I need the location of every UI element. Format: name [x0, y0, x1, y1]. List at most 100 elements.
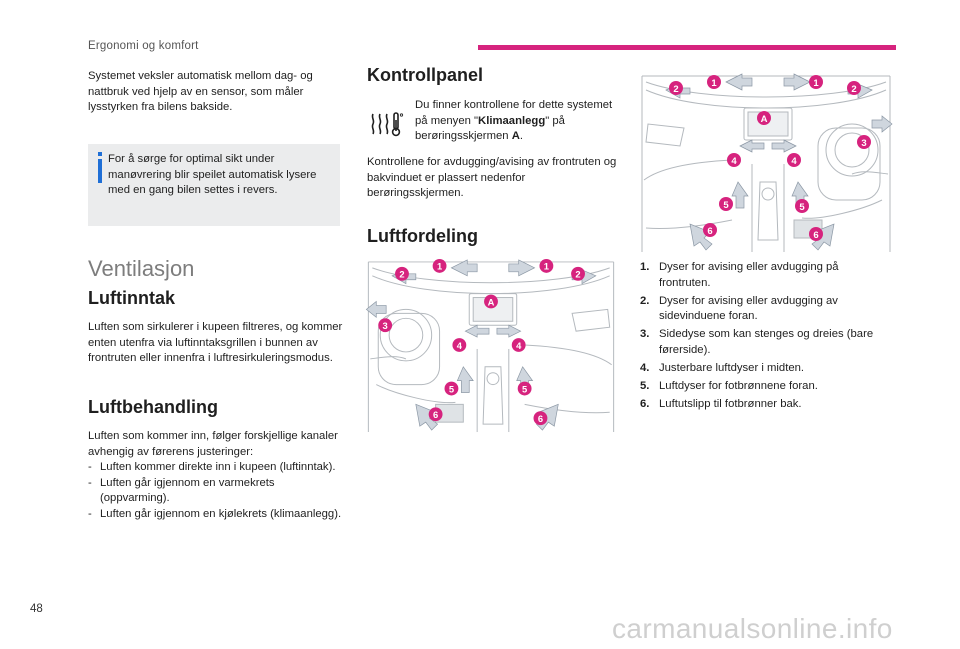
marker-label: A [488, 296, 495, 307]
airflow-arrows [365, 259, 597, 431]
ventilasjon-heading: Ventilasjon [88, 256, 195, 281]
marker-label: 5 [449, 383, 454, 394]
menu-name: Klimaanlegg [478, 114, 546, 127]
watermark: carmanualsonline.info [612, 613, 893, 644]
intro-middle: " på berøringsskjermen [415, 114, 565, 143]
marker-4-left: 4 [452, 338, 467, 352]
marker-label: 2 [851, 84, 856, 95]
list-item: -Luften går igjennom en varmekrets (oppv… [88, 476, 344, 507]
luftinntak-text: Luften som sirkulerer i kupeen filtreres… [88, 321, 343, 365]
intro-suffix: . [519, 130, 523, 143]
marker-2-left: 2 [395, 266, 409, 281]
list-dash: - [88, 507, 92, 520]
list-item: 5. Luftdyser for fotbrønnene foran. [640, 379, 892, 395]
marker-label: 5 [723, 200, 729, 211]
luftfordeling-heading: Luftfordeling [367, 226, 478, 246]
item-number: 2. [640, 294, 650, 307]
list-item: 4. Justerbare luftdyser i midten. [640, 361, 892, 377]
item-number: 4. [640, 361, 650, 374]
marker-1-right: 1 [539, 258, 554, 273]
marker-6-right: 6 [809, 227, 823, 241]
marker-label: 4 [731, 156, 737, 167]
list-item: 2. Dyser for avising eller avdugging av s… [640, 294, 892, 325]
marker-4-left: 4 [727, 153, 741, 167]
intro-prefix: Du finner kontrollene for dette systemet… [415, 99, 613, 127]
item-text: Dyser for avising eller avdugging på fro… [659, 261, 839, 289]
marker-3: 3 [857, 135, 871, 149]
marker-2-right: 2 [847, 81, 861, 95]
marker-2-right: 2 [571, 266, 585, 281]
marker-6-left: 6 [703, 223, 717, 237]
marker-6-left: 6 [428, 407, 443, 422]
info-icon [98, 152, 102, 183]
info-note: For å sørge for optimal sikt under manøv… [88, 144, 340, 226]
marker-5-right: 5 [517, 381, 532, 396]
marker-label: 5 [522, 383, 527, 394]
list-item: -Luften kommer direkte inn i kupeen (luf… [88, 460, 344, 476]
list-item-text: Luften går igjennom en kjølekrets (klima… [100, 507, 342, 520]
marker-6-right: 6 [533, 411, 548, 426]
vent-markers: 1 1 2 2 3 A 4 4 5 5 6 6 [378, 258, 585, 426]
list-item-text: Luften går igjennom en varmekrets (oppva… [100, 476, 275, 505]
marker-a: A [757, 111, 771, 125]
item-number: 6. [640, 397, 650, 410]
item-text: Justerbare luftdyser i midten. [659, 361, 805, 374]
luftinntak-heading: Luftinntak [88, 288, 175, 308]
marker-5-left: 5 [444, 381, 459, 396]
marker-label: 6 [433, 409, 438, 420]
item-text: Luftdyser for fotbrønnene foran. [659, 379, 818, 392]
marker-label: 3 [383, 320, 388, 331]
item-number: 1. [640, 261, 650, 273]
airflow-arrows [665, 73, 893, 251]
list-dash: - [88, 461, 92, 474]
list-item: 3. Sidedyse som kan stenges og dreies (ba… [640, 327, 892, 358]
item-text: Dyser for avising eller avdugging av sid… [659, 294, 838, 323]
marker-label: 6 [813, 230, 818, 241]
intro-paragraph: Systemet veksler automatisk mellom dag- … [88, 69, 344, 116]
dashboard-diagram-large: 1 1 2 2 3 A 4 4 5 5 6 6 [641, 73, 893, 252]
marker-label: 6 [538, 413, 543, 424]
marker-3: 3 [378, 318, 393, 333]
marker-label: 2 [399, 269, 404, 280]
marker-label: A [761, 114, 768, 125]
vent-legend-list: 1. Dyser for avising eller avdugging på f… [640, 260, 892, 415]
marker-label: 5 [799, 202, 805, 213]
list-item-text: Luften kommer direkte inn i kupeen (luft… [100, 461, 336, 474]
marker-label: 1 [711, 78, 717, 89]
page-number: 48 [30, 603, 43, 615]
screen-label: A [511, 130, 520, 143]
marker-label: 1 [813, 78, 819, 89]
list-dash: - [88, 476, 92, 489]
marker-label: 1 [437, 261, 442, 272]
list-item: 6. Luftutslipp til fotbrønner bak. [640, 397, 892, 413]
climate-control-icon [371, 112, 404, 137]
marker-a: A [484, 294, 498, 309]
marker-label: 4 [791, 156, 797, 167]
kontroll-description: Kontrollene for avdugging/avising av fro… [367, 156, 617, 200]
marker-2-left: 2 [669, 81, 683, 95]
intro-text: Systemet veksler automatisk mellom dag- … [88, 70, 313, 114]
luftbehandling-section: Luften som kommer inn, følger forskjelli… [88, 429, 344, 523]
marker-label: 2 [575, 269, 580, 280]
marker-1-right: 1 [809, 75, 823, 89]
dashboard-diagram-small: 1 1 2 2 3 A 4 4 5 5 6 6 [365, 258, 615, 433]
marker-label: 6 [707, 226, 712, 237]
section-accent-bar [478, 45, 896, 50]
item-text: Sidedyse som kan stenges og dreies (bare… [659, 328, 874, 356]
marker-4-right: 4 [511, 338, 526, 352]
item-text: Luftutslipp til fotbrønner bak. [659, 397, 802, 410]
marker-5-right: 5 [795, 199, 809, 213]
kontroll-intro: Du finner kontrollene for dette systemet… [415, 98, 615, 145]
item-number: 5. [640, 379, 650, 392]
marker-label: 3 [861, 138, 866, 149]
marker-label: 4 [516, 340, 522, 351]
marker-4-right: 4 [787, 153, 801, 167]
kontrollpanel-heading: Kontrollpanel [367, 65, 483, 85]
list-item: -Luften går igjennom en kjølekrets (klim… [88, 507, 344, 523]
item-number: 3. [640, 328, 650, 341]
dashboard-outline [367, 261, 615, 433]
marker-label: 1 [544, 261, 549, 272]
marker-1-left: 1 [707, 75, 721, 89]
dashboard-outline [641, 75, 891, 252]
marker-5-left: 5 [719, 197, 733, 211]
